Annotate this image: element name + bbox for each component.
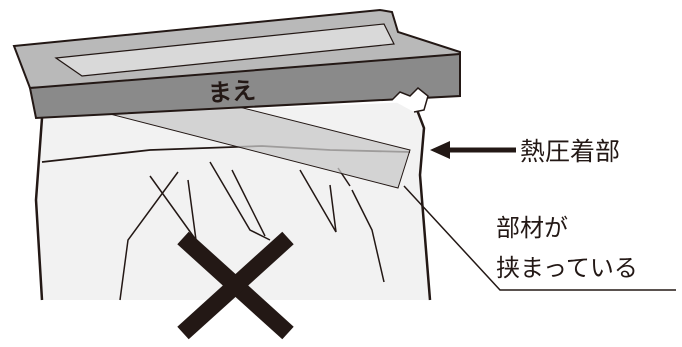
caught-leader-line: [403, 185, 676, 291]
bag-corner-fold: [391, 86, 429, 113]
heat-seal-label: 熱圧着部: [520, 137, 620, 166]
sealer-front-face: [28, 52, 461, 120]
caught-label-line2: 挟まっている: [496, 254, 638, 282]
x-mark-icon: [177, 231, 294, 340]
arrow-left-icon: [430, 141, 516, 159]
bag-outline-right: [412, 101, 432, 301]
bag-outline-left: [34, 117, 44, 301]
front-label: まえ: [207, 76, 257, 107]
caught-label-line1: 部材が: [496, 214, 568, 242]
sealer-top-inner: [54, 23, 395, 77]
